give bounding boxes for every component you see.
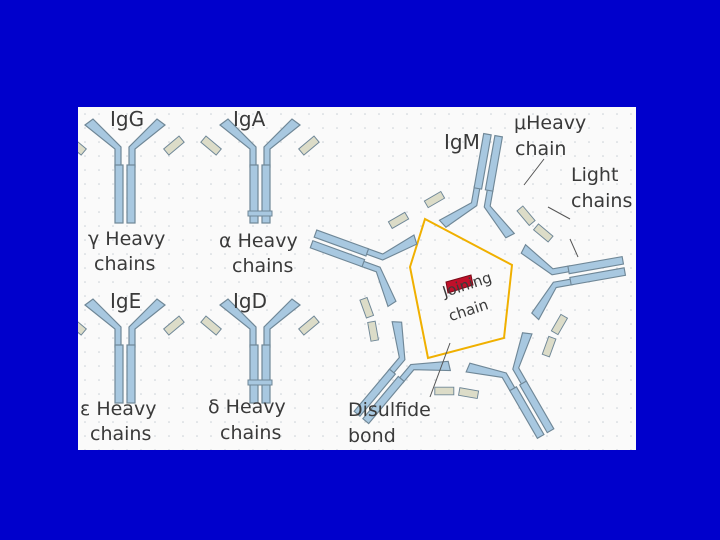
gamma-symbol: γ [88, 228, 100, 250]
heavy-chain-arm [465, 362, 517, 394]
light-chain [359, 296, 375, 319]
heavy-chain-tail [249, 344, 259, 404]
light-chains-label-line2: chains [571, 190, 633, 212]
light-chain [423, 190, 446, 209]
ige-heavy-chain-label: ε Heavy [80, 399, 156, 420]
igm-monomer [423, 132, 536, 239]
light-chain [162, 315, 185, 336]
delta-symbol: δ [208, 396, 220, 418]
heavy-chain-tail [473, 132, 492, 190]
heavy-chain-arm [263, 298, 301, 348]
diagram-art [78, 118, 627, 440]
heavy-chain-tail [353, 368, 397, 418]
heavy-chain-tail [261, 164, 271, 224]
epsilon-symbol: ε [80, 398, 91, 420]
igm-pentamer [408, 217, 514, 360]
ige-monomer [78, 298, 185, 404]
heavy-chain-tail [261, 344, 271, 404]
igg-title: IgG [110, 107, 145, 131]
label-pointer-line [569, 238, 579, 258]
heavy-chain-tail [567, 255, 625, 275]
heavy-chain-tail [114, 344, 124, 404]
disulfide-bond-label-line1: Disulfide [348, 399, 431, 421]
light-chains-label-line1: Light [571, 164, 619, 186]
igm-title: IgM [444, 130, 480, 154]
ige-title: IgE [110, 289, 142, 313]
igd-monomer [200, 298, 320, 404]
alpha-symbol: α [219, 230, 232, 252]
iga-heavy-word: Heavy [237, 230, 298, 252]
light-chain [200, 315, 223, 336]
heavy-chain-tail [484, 134, 504, 192]
light-chain [541, 335, 557, 358]
light-chain [516, 205, 536, 227]
igm-monomer [457, 332, 557, 440]
heavy-chain-arm [483, 187, 516, 239]
disulfide-bond-label-line2: bond [348, 425, 396, 447]
heavy-chain-arm [438, 185, 481, 228]
heavy-chain-tail [126, 164, 136, 224]
light-chain [297, 135, 320, 156]
light-chain [457, 387, 480, 400]
heavy-chain-tail [126, 344, 136, 404]
disulfide-ring [408, 217, 514, 360]
ige-heavy-word: Heavy [96, 398, 157, 420]
hinge-link [247, 379, 273, 386]
ige-chains-word: chains [90, 423, 152, 445]
heavy-chain-tail [518, 380, 555, 434]
iga-heavy-chain-label: α Heavy [219, 231, 298, 252]
light-chain [78, 315, 88, 336]
igg-monomer [78, 118, 185, 224]
igg-chains-word: chains [94, 253, 156, 275]
igm-heavy-chain-label: μHeavy [514, 113, 586, 134]
heavy-chain-tail [362, 375, 405, 425]
igm-monomer [353, 320, 455, 425]
mu-symbol: μ [514, 112, 527, 134]
joining-chain-shape [445, 274, 474, 294]
iga-monomer [200, 118, 320, 224]
igm-monomer [520, 223, 627, 336]
label-pointer-line [547, 206, 571, 220]
grid-background [78, 107, 636, 450]
iga-chains-word: chains [232, 255, 294, 277]
iga-title: IgA [233, 107, 266, 131]
light-chain [387, 211, 410, 230]
antibody-classes-figure: IgG γ Heavy chains IgA α Heavy chains Ig… [78, 107, 636, 450]
heavy-chain-tail [309, 239, 366, 268]
igg-heavy-word: Heavy [105, 228, 166, 250]
light-chain [162, 135, 185, 156]
igd-title: IgD [233, 289, 267, 313]
igd-heavy-word: Heavy [225, 396, 286, 418]
heavy-chain-arm [531, 278, 574, 321]
light-chain [367, 320, 380, 342]
light-chain [78, 135, 88, 156]
light-chain [532, 223, 554, 243]
light-chain [550, 313, 569, 336]
heavy-chain-tail [114, 164, 124, 224]
heavy-chain-arm [263, 118, 301, 168]
light-chain [200, 135, 223, 156]
igm-monomer [309, 211, 418, 319]
heavy-chain-tail [249, 164, 259, 224]
igd-heavy-chain-label: δ Heavy [208, 397, 286, 418]
heavy-chain-arm [359, 259, 397, 308]
igm-heavy-word: Heavy [526, 112, 587, 134]
label-pointer-line [429, 342, 451, 398]
igg-heavy-chain-label: γ Heavy [88, 229, 165, 250]
igm-chain-word: chain [515, 138, 567, 160]
heavy-chain-arm [520, 243, 572, 276]
heavy-chain-tail [313, 229, 370, 257]
label-pointer-line [523, 158, 545, 186]
igd-chains-word: chains [220, 422, 282, 444]
heavy-chain-tail [509, 386, 545, 440]
light-chain [297, 315, 320, 336]
heavy-chain-tail [569, 267, 627, 286]
hinge-link [247, 210, 273, 217]
light-chain [434, 386, 455, 396]
